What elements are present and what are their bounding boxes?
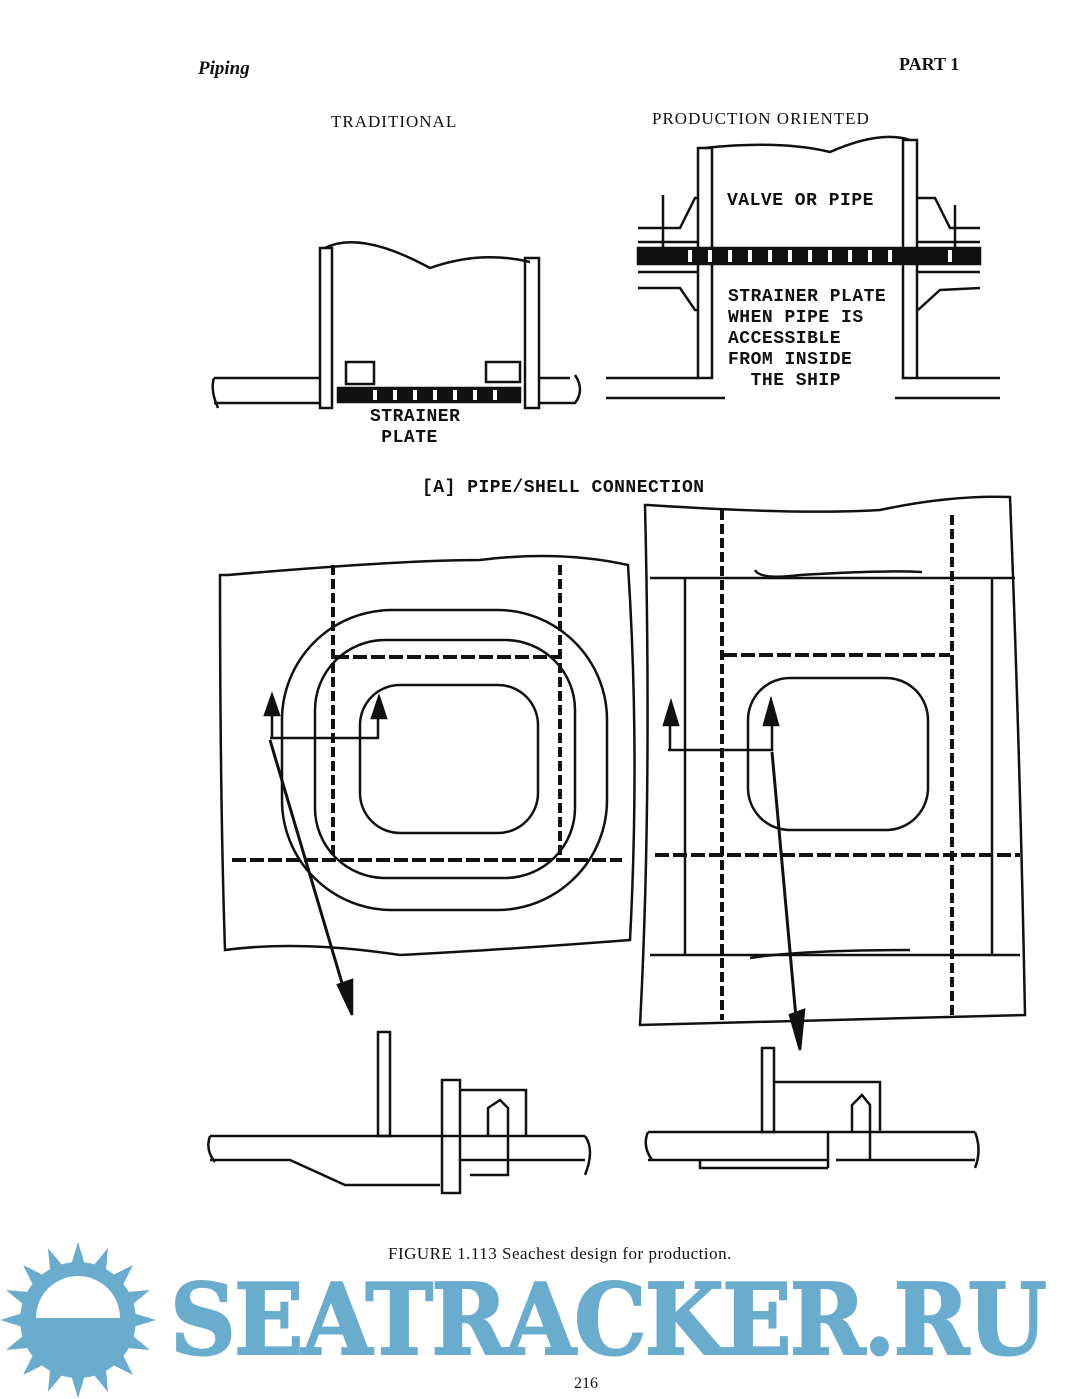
valve-or-pipe-label: VALVE OR PIPE <box>727 191 874 211</box>
section-a-title: [A] PIPE/SHELL CONNECTION <box>422 478 705 498</box>
strainer-note-line: ACCESSIBLE <box>728 329 842 349</box>
production-section-detail <box>644 1046 980 1170</box>
production-plan-view <box>638 495 1027 1051</box>
figure-caption: FIGURE 1.113 Seachest design for product… <box>388 1244 732 1263</box>
strainer-plate-line: PLATE <box>370 428 438 448</box>
watermark-text: SEATRACKER.RU <box>169 1263 1048 1378</box>
part-header: PART 1 <box>899 54 960 74</box>
strainer-note-line: WHEN PIPE IS <box>728 308 864 328</box>
traditional-section <box>211 241 582 410</box>
production-oriented-label: PRODUCTION ORIENTED <box>652 109 870 128</box>
sun-logo-icon <box>0 1242 156 1398</box>
strainer-note-line: FROM INSIDE <box>728 350 853 370</box>
traditional-label: TRADITIONAL <box>331 112 458 131</box>
strainer-plate-line: STRAINER <box>370 407 461 427</box>
seachest-diagram <box>207 135 1027 1195</box>
page-number: 216 <box>574 1375 598 1392</box>
production-section <box>606 135 1000 400</box>
section-header: Piping <box>198 58 250 79</box>
strainer-note-line: STRAINER PLATE <box>728 287 887 307</box>
traditional-section-detail <box>207 1030 592 1195</box>
strainer-note-line: THE SHIP <box>728 371 842 391</box>
strainer-plate-label: STRAINER PLATE <box>370 407 460 449</box>
strainer-note: STRAINER PLATE WHEN PIPE IS ACCESSIBLE F… <box>728 287 886 392</box>
traditional-plan-view <box>218 554 636 1016</box>
